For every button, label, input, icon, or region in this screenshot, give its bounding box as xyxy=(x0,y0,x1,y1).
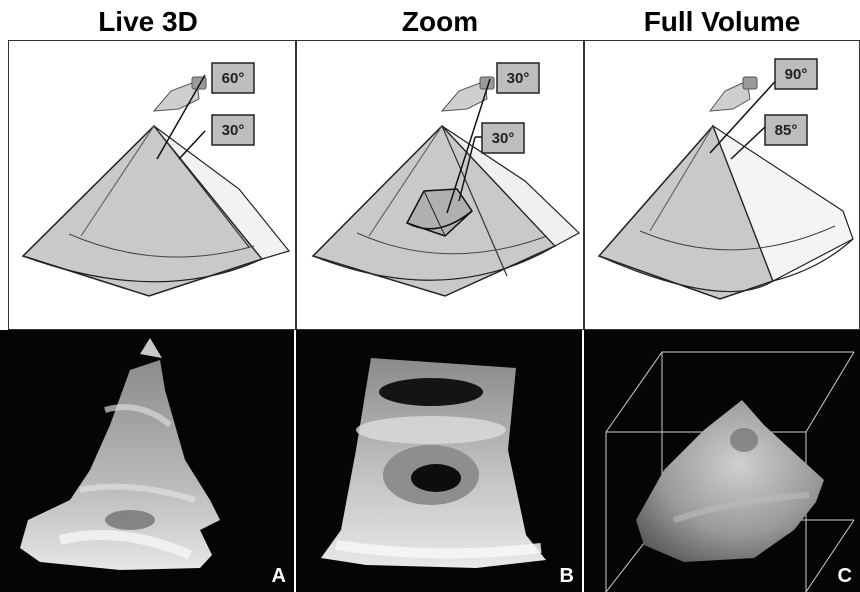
panel-letter-b: B xyxy=(560,565,574,588)
transducer-probe-icon xyxy=(154,77,206,111)
angle-outer-text: 60° xyxy=(222,70,245,87)
angle-outer-text: 30° xyxy=(507,70,530,87)
diagram-panel-zoom: 30° 30° xyxy=(296,40,584,330)
angle-inner-text: 85° xyxy=(775,122,798,139)
live-3d-rendering xyxy=(0,330,294,592)
angle-inner-text: 30° xyxy=(492,130,515,147)
title-zoom: Zoom xyxy=(296,4,584,40)
rendered-image-zoom: B xyxy=(296,330,584,592)
panel-letter-c: C xyxy=(838,565,852,588)
title-live-3d: Live 3D xyxy=(0,4,296,40)
full-volume-rendering xyxy=(584,330,860,592)
transducer-probe-icon xyxy=(442,77,494,111)
full-volume-sector-diagram: 90° 85° xyxy=(585,41,860,331)
live-3d-sector-diagram: 60° 30° xyxy=(9,41,297,331)
diagram-panel-full-volume: 90° 85° xyxy=(584,40,860,330)
angle-inner-text: 30° xyxy=(222,122,245,139)
panel-letter-a: A xyxy=(272,565,286,588)
title-full-volume: Full Volume xyxy=(584,4,860,40)
transducer-probe-icon xyxy=(710,77,757,111)
zoom-sector-diagram: 30° 30° xyxy=(297,41,585,331)
rendered-image-full-volume: C xyxy=(584,330,860,592)
diagram-panel-live-3d: 60° 30° xyxy=(8,40,296,330)
angle-outer-text: 90° xyxy=(785,66,808,83)
rendered-image-live-3d: A xyxy=(0,330,296,592)
zoom-rendering xyxy=(296,330,582,592)
